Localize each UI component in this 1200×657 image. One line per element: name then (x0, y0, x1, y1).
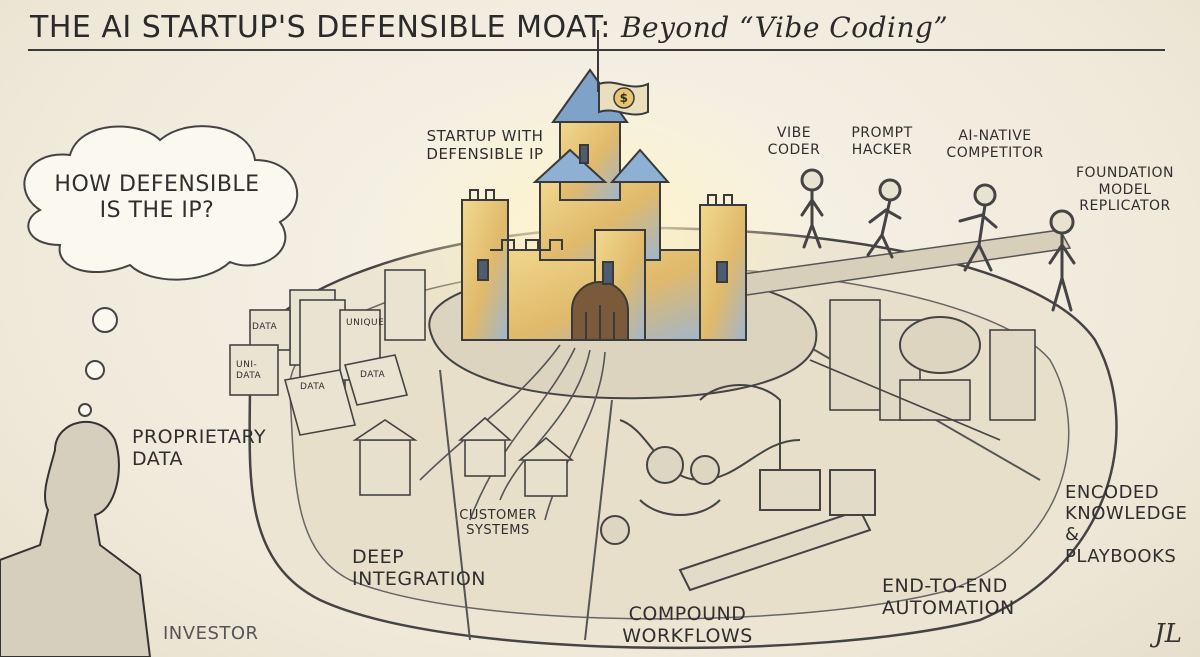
investor-label: INVESTOR (163, 623, 259, 644)
section-label-proprietary-data: PROPRIETARY DATA (132, 426, 267, 471)
section-label-deep-integration: DEEP INTEGRATION (352, 546, 486, 591)
thought-text: HOW DEFENSIBLE IS THE IP? (54, 172, 260, 223)
castle (461, 30, 747, 341)
artist-signature: JL (1154, 619, 1182, 649)
gear-icon (690, 455, 720, 485)
data-tag: DATA (360, 370, 386, 380)
flag-shield-icon (613, 87, 635, 109)
attacker-label-vibe-coder: VIBE CODER (767, 125, 821, 158)
gear-icon (646, 446, 684, 484)
attacker-label-foundation-model-replicator: FOUNDATION MODEL REPLICATOR (1076, 165, 1174, 215)
flag-symbol: $ (619, 91, 629, 105)
section-label-encoded-knowledge: ENCODED KNOWLEDGE & PLAYBOOKS (1065, 482, 1188, 567)
castle-label: STARTUP WITH DEFENSIBLE IP (426, 127, 544, 163)
roads (419, 344, 606, 521)
proprietary-data-stack (229, 269, 426, 436)
investor-figure (0, 421, 152, 657)
gear-icon (600, 515, 630, 545)
attacker-label-ai-native-competitor: AI-NATIVE COMPETITOR (946, 128, 1044, 161)
title-sub: Beyond “Vibe Coding” (620, 11, 949, 44)
automation-conveyor (678, 469, 876, 592)
brain-icon (899, 316, 981, 374)
page-title: THE AI STARTUP'S DEFENSIBLE MOAT: Beyond… (30, 10, 1170, 50)
title-main: THE AI STARTUP'S DEFENSIBLE MOAT: (30, 10, 611, 45)
data-tag: DATA (300, 382, 326, 392)
attacker-figures (800, 168, 1076, 312)
thought-bubble (23, 125, 299, 417)
section-label-end-to-end-automation: END-TO-END AUTOMATION (882, 575, 1015, 620)
data-tag: DATA (252, 322, 278, 332)
customer-system-houses (352, 416, 575, 497)
data-tag: UNI-DATA (236, 360, 262, 381)
knowledge-library (809, 299, 1036, 441)
section-label-compound-workflows: COMPOUND WORKFLOWS (622, 603, 753, 648)
data-tag: UNIQUE (346, 318, 385, 328)
customer-systems-label: CUSTOMER SYSTEMS (459, 508, 537, 539)
attacker-label-prompt-hacker: PROMPT HACKER (851, 125, 913, 158)
